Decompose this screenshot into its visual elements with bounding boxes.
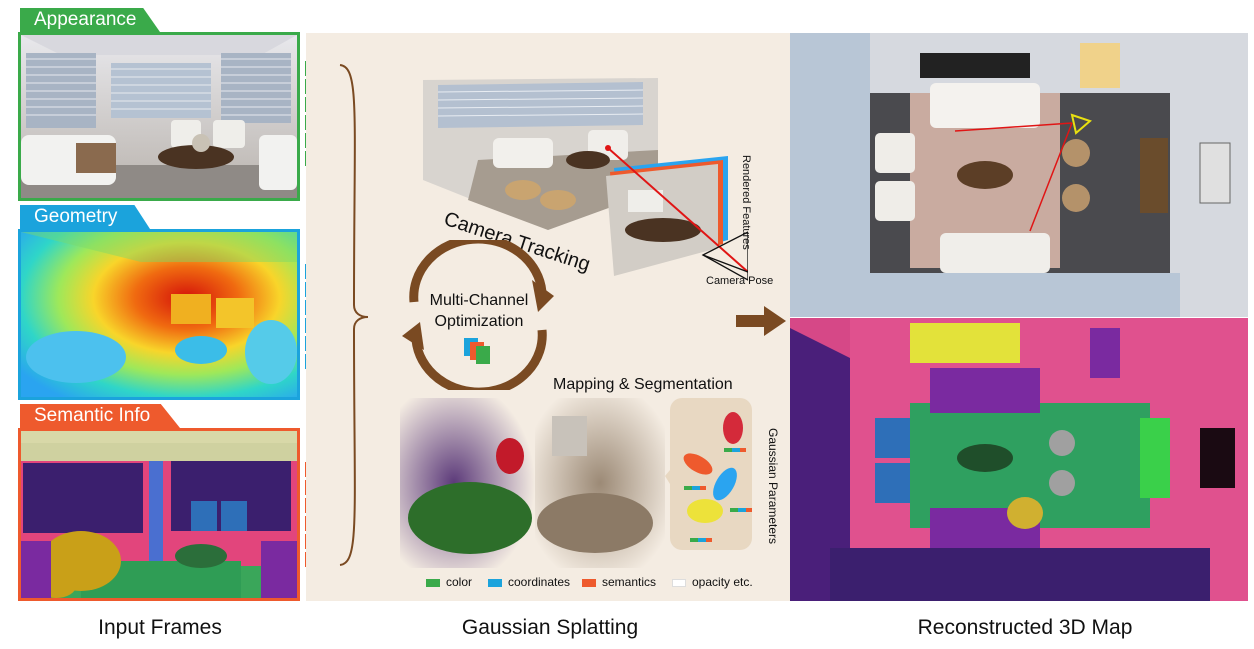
input-frames-caption: Input Frames	[98, 616, 222, 639]
appearance-label: Appearance	[34, 9, 137, 30]
legend-coordinates: coordinates	[488, 575, 570, 589]
legend-opacity: opacity etc.	[672, 575, 753, 589]
legend-semantics-swatch	[582, 578, 596, 587]
gaussian-pointcloud-render	[400, 398, 752, 568]
geometry-depth-image	[21, 232, 297, 397]
reconstructed-map-caption: Reconstructed 3D Map	[917, 616, 1133, 639]
reconstructed-rgb-map	[790, 33, 1248, 317]
optimization-cycle-arrows	[402, 240, 554, 390]
geometry-frame	[18, 229, 300, 400]
legend-coordinates-swatch	[488, 578, 502, 587]
gaussian-parameters-label: Gaussian Parameters	[766, 428, 780, 545]
legend-semantics-label: semantics	[602, 575, 657, 589]
semantic-image	[21, 431, 297, 598]
geometry-label: Geometry	[34, 206, 118, 227]
legend-opacity-swatch	[672, 578, 686, 587]
optimization-line1: Multi-Channel	[429, 292, 529, 309]
legend-opacity-label: opacity etc.	[692, 575, 753, 589]
output-arrow	[736, 306, 786, 336]
legend-color: color	[426, 575, 472, 589]
mapping-segmentation-label: Mapping & Segmentation	[553, 376, 733, 393]
reconstructed-semantic-map	[790, 318, 1248, 601]
appearance-frame	[18, 32, 300, 201]
semantic-tab: Semantic Info	[20, 404, 180, 428]
camera-tracking-render	[423, 78, 748, 281]
semantic-frame	[18, 428, 300, 601]
camera-pose-label: Camera Pose	[706, 275, 774, 287]
legend-color-swatch	[426, 578, 440, 587]
semantic-label: Semantic Info	[34, 405, 151, 426]
geometry-tab: Geometry	[20, 205, 150, 229]
appearance-image	[21, 35, 297, 198]
optimization-line2: Optimization	[434, 313, 524, 330]
rendered-features-label: Rendered Features	[740, 155, 752, 250]
legend-semantics: semantics	[582, 575, 656, 589]
legend-coordinates-label: coordinates	[508, 575, 571, 589]
legend-color-label: color	[446, 575, 473, 589]
merge-brace	[339, 64, 369, 566]
gaussian-splatting-caption: Gaussian Splatting	[461, 616, 639, 639]
appearance-tab: Appearance	[20, 8, 160, 32]
